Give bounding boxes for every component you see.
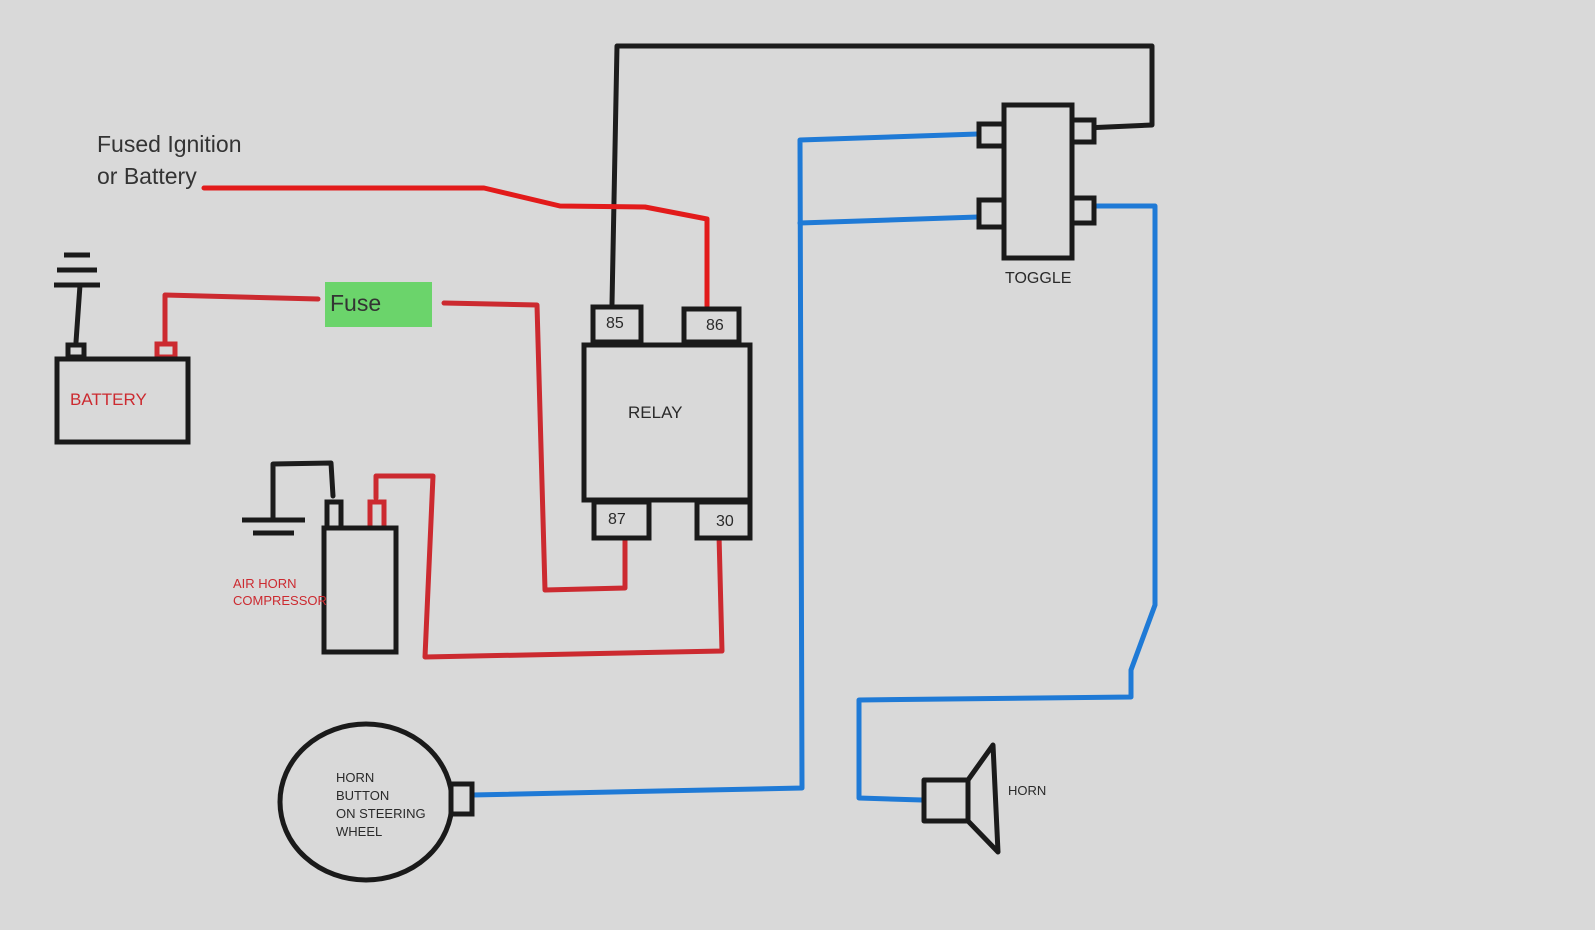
wire-hornbutton-to-toggle [469,131,981,798]
fuse-label: Fuse [330,290,381,316]
horn-button-terminal [448,781,475,817]
wire-toggle-branch [797,214,981,226]
battery-body [54,356,191,445]
relay-pin-30 [694,499,753,541]
relay-pin-85-label: 85 [606,315,624,332]
toggle-terminal-bottom-right [1069,195,1097,226]
relay-pin-87 [591,499,652,541]
wire-relay85-to-toggle [609,43,1155,307]
horn-button-label-line1: HORN [336,770,374,785]
black-wires [73,43,1155,521]
toggle-label: TOGGLE [1005,270,1071,287]
horn-button-label-line2: BUTTON [336,788,389,803]
compressor-label-line2: COMPRESSOR [233,593,327,608]
fuse-body [325,282,432,327]
battery-positive-terminal [154,341,178,360]
horn-button-label-line3: ON STEERING [336,806,426,821]
relay [581,304,753,541]
relay-body [581,342,753,503]
compressor-body [321,525,399,655]
battery-negative-terminal [65,342,87,360]
relay-pin-87-label: 87 [608,511,626,528]
red-wires [162,185,725,660]
toggle-terminal-bottom-left [976,197,1007,230]
wire-relay30-to-compressor [373,473,725,660]
toggle-terminal-top-right [1069,117,1097,145]
horn-speaker-cone [965,742,1001,855]
horn-label: HORN [1008,783,1046,798]
wire-fuse-to-relay87 [441,300,628,593]
compressor-negative-terminal [324,499,344,531]
source-label-line2: or Battery [97,163,197,189]
horn-speaker-body [921,777,971,824]
wire-fused-ignition-to-relay86 [201,185,710,309]
blue-wires [469,131,1158,803]
toggle-terminal-top-left [976,121,1007,149]
wire-compressor-negative-to-ground [270,460,336,521]
air-horn-compressor [242,499,399,655]
compressor-label-line1: AIR HORN [233,576,297,591]
battery [54,252,191,445]
wire-toggle-to-horn [856,203,1158,803]
relay-label: RELAY [628,403,683,422]
source-label-line1: Fused Ignition [97,131,241,157]
horn-button [277,721,475,883]
horn-button-label-line4: WHEEL [336,824,382,839]
horn-speaker-icon [921,742,1001,855]
relay-pin-86-label: 86 [706,317,724,334]
battery-label: BATTERY [70,390,147,409]
relay-pin-30-label: 30 [716,513,734,530]
wire-battery-to-fuse [162,292,321,351]
battery-ground-symbol-icon [54,252,100,288]
relay-pin-86 [681,306,742,345]
relay-pin-85 [590,304,644,345]
toggle [976,102,1097,261]
compressor-ground-symbol-icon [242,517,305,536]
compressor-positive-terminal [367,499,387,531]
fuse: Fuse [325,282,432,327]
toggle-body [1001,102,1075,261]
wire-battery-negative-to-ground [73,282,83,345]
